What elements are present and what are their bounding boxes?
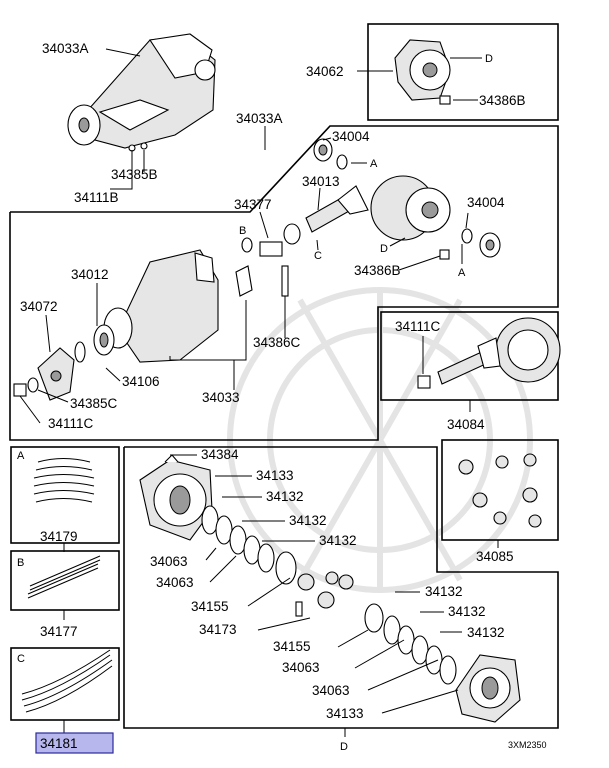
label-plate-5[interactable]: 34133 xyxy=(326,706,364,721)
box-a xyxy=(10,446,120,544)
label-nut-case[interactable]: 34385C xyxy=(70,396,118,411)
spring-pack-c xyxy=(21,649,113,713)
box-b xyxy=(10,550,120,611)
main-section-frame xyxy=(9,125,559,441)
label-plug-top[interactable]: 34111B xyxy=(74,190,119,205)
differential-cover xyxy=(394,39,451,105)
label-plug-gear[interactable]: 34111C xyxy=(395,319,441,334)
leader-lines xyxy=(19,48,499,737)
label-bolt-cover[interactable]: 34386B xyxy=(479,93,526,108)
spring-pack-b xyxy=(27,555,101,599)
label-washer[interactable]: 34155 xyxy=(191,599,229,614)
label-plate-3[interactable]: 34132 xyxy=(289,513,327,528)
label-box-a-part[interactable]: 34179 xyxy=(40,529,78,544)
label-plate-8[interactable]: 34132 xyxy=(467,625,505,640)
label-spring-2[interactable]: 34063 xyxy=(156,575,194,590)
label-bolt-main[interactable]: 34386B xyxy=(354,263,401,278)
label-carrier[interactable]: 34033 xyxy=(202,390,240,405)
label-pinion-shaft[interactable]: 34173 xyxy=(199,622,237,637)
box-b-letter: B xyxy=(17,557,24,569)
label-bearing-r[interactable]: 34004 xyxy=(332,129,370,144)
label-plate-7[interactable]: 34132 xyxy=(448,604,486,619)
label-plate-2[interactable]: 34132 xyxy=(266,489,304,504)
box-c xyxy=(10,647,120,721)
label-gear-kit[interactable]: 34085 xyxy=(476,549,514,564)
label-spring-1[interactable]: 34063 xyxy=(150,554,188,569)
label-plate-1[interactable]: 34133 xyxy=(256,468,294,483)
label-ring-pin[interactable]: 34384 xyxy=(201,447,239,462)
ref-a-upper: A xyxy=(370,158,378,170)
label-box-c-part[interactable]: 34181 xyxy=(40,736,78,751)
label-section-main[interactable]: 34033A xyxy=(236,111,283,126)
ref-d-main: D xyxy=(380,243,388,255)
carrier-assembly-top xyxy=(67,33,216,152)
ref-d-bottom: D xyxy=(340,741,348,753)
spring-pack-a xyxy=(33,458,95,503)
label-plate-4[interactable]: 34132 xyxy=(319,533,357,548)
ref-d-cover: D xyxy=(485,53,493,65)
diagram-code: 3XM2350 xyxy=(508,740,547,750)
gear-kit xyxy=(458,453,542,528)
box-c-letter: C xyxy=(17,653,25,665)
label-spring-4[interactable]: 34063 xyxy=(312,683,350,698)
label-seal-pin[interactable]: 34377 xyxy=(234,197,272,212)
label-carrier-top[interactable]: 34033A xyxy=(42,41,89,56)
part-highlight xyxy=(35,732,114,754)
label-plate-6[interactable]: 34132 xyxy=(425,584,463,599)
label-nut-top[interactable]: 34385B xyxy=(111,167,158,182)
label-plug-case[interactable]: 34111C xyxy=(48,416,94,431)
label-cover[interactable]: 34062 xyxy=(306,64,344,79)
ref-c-main: C xyxy=(314,250,322,262)
box-a-letter: A xyxy=(17,450,25,462)
differential-parts xyxy=(139,454,521,723)
gear-kit-box xyxy=(441,439,559,541)
label-pinion[interactable]: 34013 xyxy=(302,174,340,189)
label-box-b-part[interactable]: 34177 xyxy=(40,624,78,639)
label-oil-seal[interactable]: 34072 xyxy=(20,299,58,314)
ref-a-lower: A xyxy=(458,267,466,279)
label-washer-2[interactable]: 34155 xyxy=(273,639,311,654)
ref-b-main: B xyxy=(239,225,246,237)
gear-set xyxy=(417,317,561,389)
differential-section-frame xyxy=(123,446,559,729)
label-race[interactable]: 34106 xyxy=(122,374,160,389)
label-spring-3[interactable]: 34063 xyxy=(282,660,320,675)
label-case-main[interactable]: 34012 xyxy=(71,267,109,282)
label-bolt-case[interactable]: 34386C xyxy=(253,335,301,350)
cover-box xyxy=(367,23,559,121)
label-gear-set[interactable]: 34084 xyxy=(447,417,485,432)
label-ring-brg[interactable]: 34004 xyxy=(467,195,505,210)
main-section-parts xyxy=(13,138,501,401)
